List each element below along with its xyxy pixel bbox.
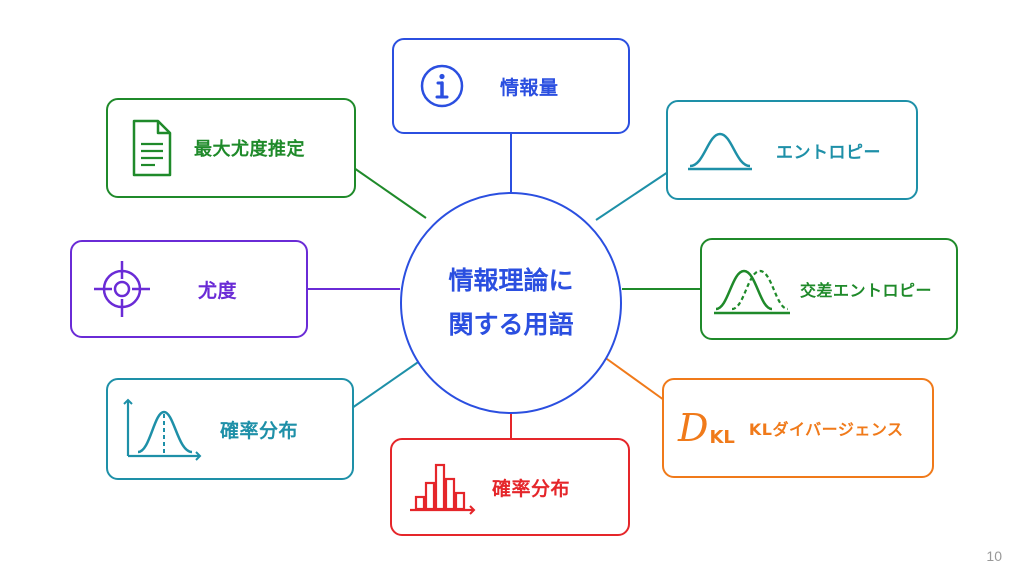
connector-kl-divergence <box>599 353 665 401</box>
info-icon <box>418 62 466 110</box>
node-mle: 最大尤度推定 <box>106 98 356 198</box>
node-prob-dist-curve: 確率分布 <box>106 378 354 480</box>
connector-entropy <box>595 171 669 221</box>
page-number: 10 <box>986 548 1002 564</box>
dkl-symbol-sub: KL <box>709 427 735 448</box>
center-title-line-1: 情報理論に <box>448 266 574 295</box>
node-prob-dist-curve-label: 確率分布 <box>220 419 299 442</box>
center-title-line-2: 関する用語 <box>448 310 574 339</box>
node-likelihood: 尤度 <box>70 240 308 338</box>
node-information-label: 情報量 <box>500 76 559 99</box>
node-cross-entropy-label: 交差エントロピー <box>800 281 933 300</box>
distribution-curve-icon <box>122 396 202 462</box>
connector-prob-dist-curve <box>351 357 425 409</box>
center-topic: 情報理論に 関する用語 <box>400 192 622 414</box>
node-entropy: エントロピー <box>666 100 918 200</box>
crosshair-icon <box>92 259 152 319</box>
node-information: 情報量 <box>392 38 630 134</box>
node-entropy-label: エントロピー <box>776 142 881 163</box>
histogram-icon <box>408 459 478 515</box>
dkl-symbol-main: D <box>678 406 709 450</box>
document-icon <box>128 118 176 178</box>
node-cross-entropy: 交差エントロピー <box>700 238 958 340</box>
bell-curve-icon <box>686 128 754 172</box>
connector-mle <box>353 167 427 219</box>
node-kl-divergence: D KL KLダイバージェンス <box>662 378 934 478</box>
node-prob-dist-histogram: 確率分布 <box>390 438 630 536</box>
dkl-symbol-icon: D KL <box>678 408 735 448</box>
node-mle-label: 最大尤度推定 <box>194 139 305 160</box>
double-bell-curve-icon <box>712 261 792 317</box>
node-kl-divergence-label: KLダイバージェンス <box>748 420 904 439</box>
node-prob-dist-histogram-label: 確率分布 <box>492 477 571 500</box>
node-likelihood-label: 尤度 <box>198 279 238 302</box>
